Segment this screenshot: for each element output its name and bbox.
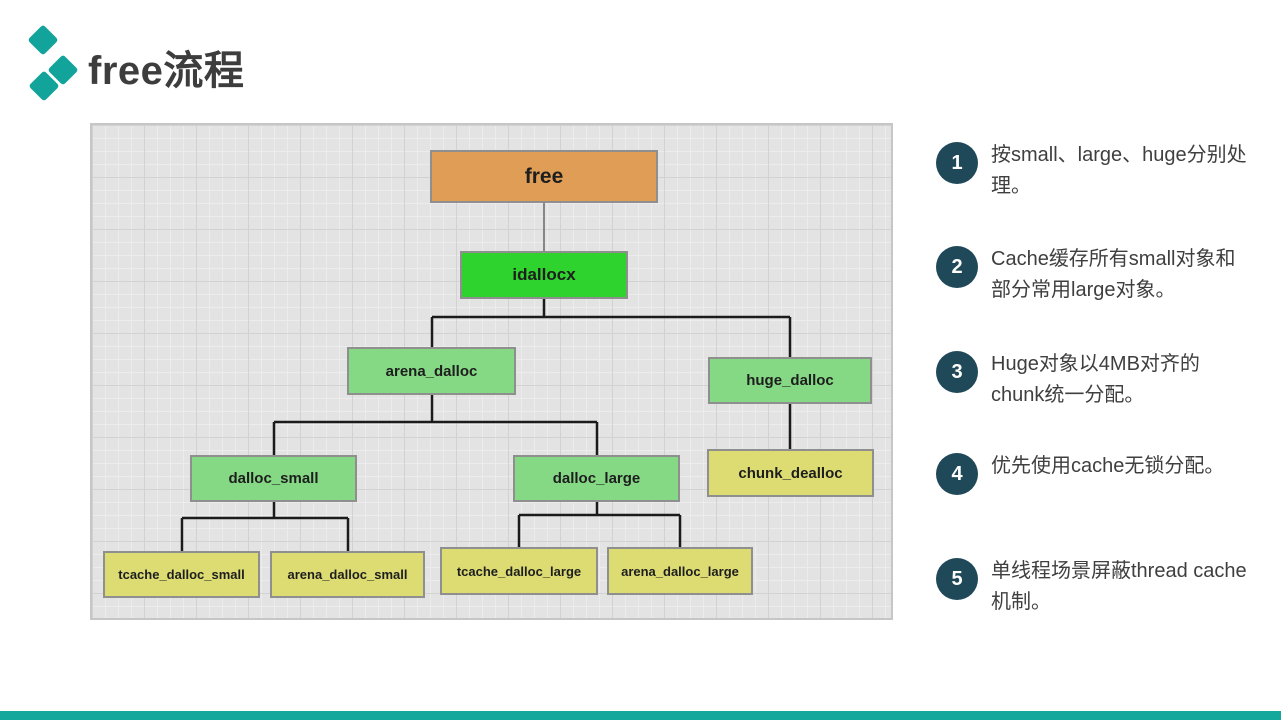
annotation-item: 2 Cache缓存所有small对象和部分常用large对象。 bbox=[936, 244, 1249, 306]
node-chunk-dealloc: chunk_dealloc bbox=[707, 449, 874, 497]
node-idallocx: idallocx bbox=[460, 251, 628, 299]
edge-arena-dalloc-children bbox=[272, 395, 599, 455]
node-arena-dalloc-small: arena_dalloc_small bbox=[270, 551, 425, 598]
accent-bottom-bar bbox=[0, 711, 1281, 720]
flowchart-panel: free idallocx arena_dalloc huge_dalloc d… bbox=[90, 123, 893, 620]
number-badge: 5 bbox=[936, 558, 978, 600]
edge-dalloc-large-children bbox=[517, 502, 682, 547]
annotation-text: Huge对象以4MB对齐的chunk统一分配。 bbox=[991, 353, 1200, 406]
node-huge-dalloc: huge_dalloc bbox=[708, 357, 872, 404]
brand-diamonds-icon bbox=[26, 24, 82, 102]
annotation-text: 单线程场景屏蔽thread cache机制。 bbox=[991, 560, 1247, 613]
edge-dalloc-small-children bbox=[180, 502, 350, 551]
annotation-text: 优先使用cache无锁分配。 bbox=[991, 455, 1225, 477]
node-tcache-dalloc-large: tcache_dalloc_large bbox=[440, 547, 598, 595]
number-badge: 4 bbox=[936, 453, 978, 495]
node-arena-dalloc: arena_dalloc bbox=[347, 347, 516, 395]
node-dalloc-small: dalloc_small bbox=[190, 455, 357, 502]
annotation-item: 4 优先使用cache无锁分配。 bbox=[936, 451, 1249, 495]
number-badge: 3 bbox=[936, 351, 978, 393]
page-title: free流程 bbox=[88, 49, 245, 93]
diamond-icon bbox=[27, 24, 59, 56]
annotation-item: 1 按small、large、huge分别处理。 bbox=[936, 140, 1249, 202]
annotation-text: Cache缓存所有small对象和部分常用large对象。 bbox=[991, 248, 1236, 301]
node-dalloc-large: dalloc_large bbox=[513, 455, 680, 502]
node-free: free bbox=[430, 150, 658, 203]
number-badge: 1 bbox=[936, 142, 978, 184]
number-badge: 2 bbox=[936, 246, 978, 288]
annotation-text: 按small、large、huge分别处理。 bbox=[991, 144, 1247, 197]
annotation-item: 3 Huge对象以4MB对齐的chunk统一分配。 bbox=[936, 349, 1249, 411]
node-arena-dalloc-large: arena_dalloc_large bbox=[607, 547, 753, 595]
node-tcache-dalloc-small: tcache_dalloc_small bbox=[103, 551, 260, 598]
annotation-item: 5 单线程场景屏蔽thread cache机制。 bbox=[936, 556, 1249, 618]
